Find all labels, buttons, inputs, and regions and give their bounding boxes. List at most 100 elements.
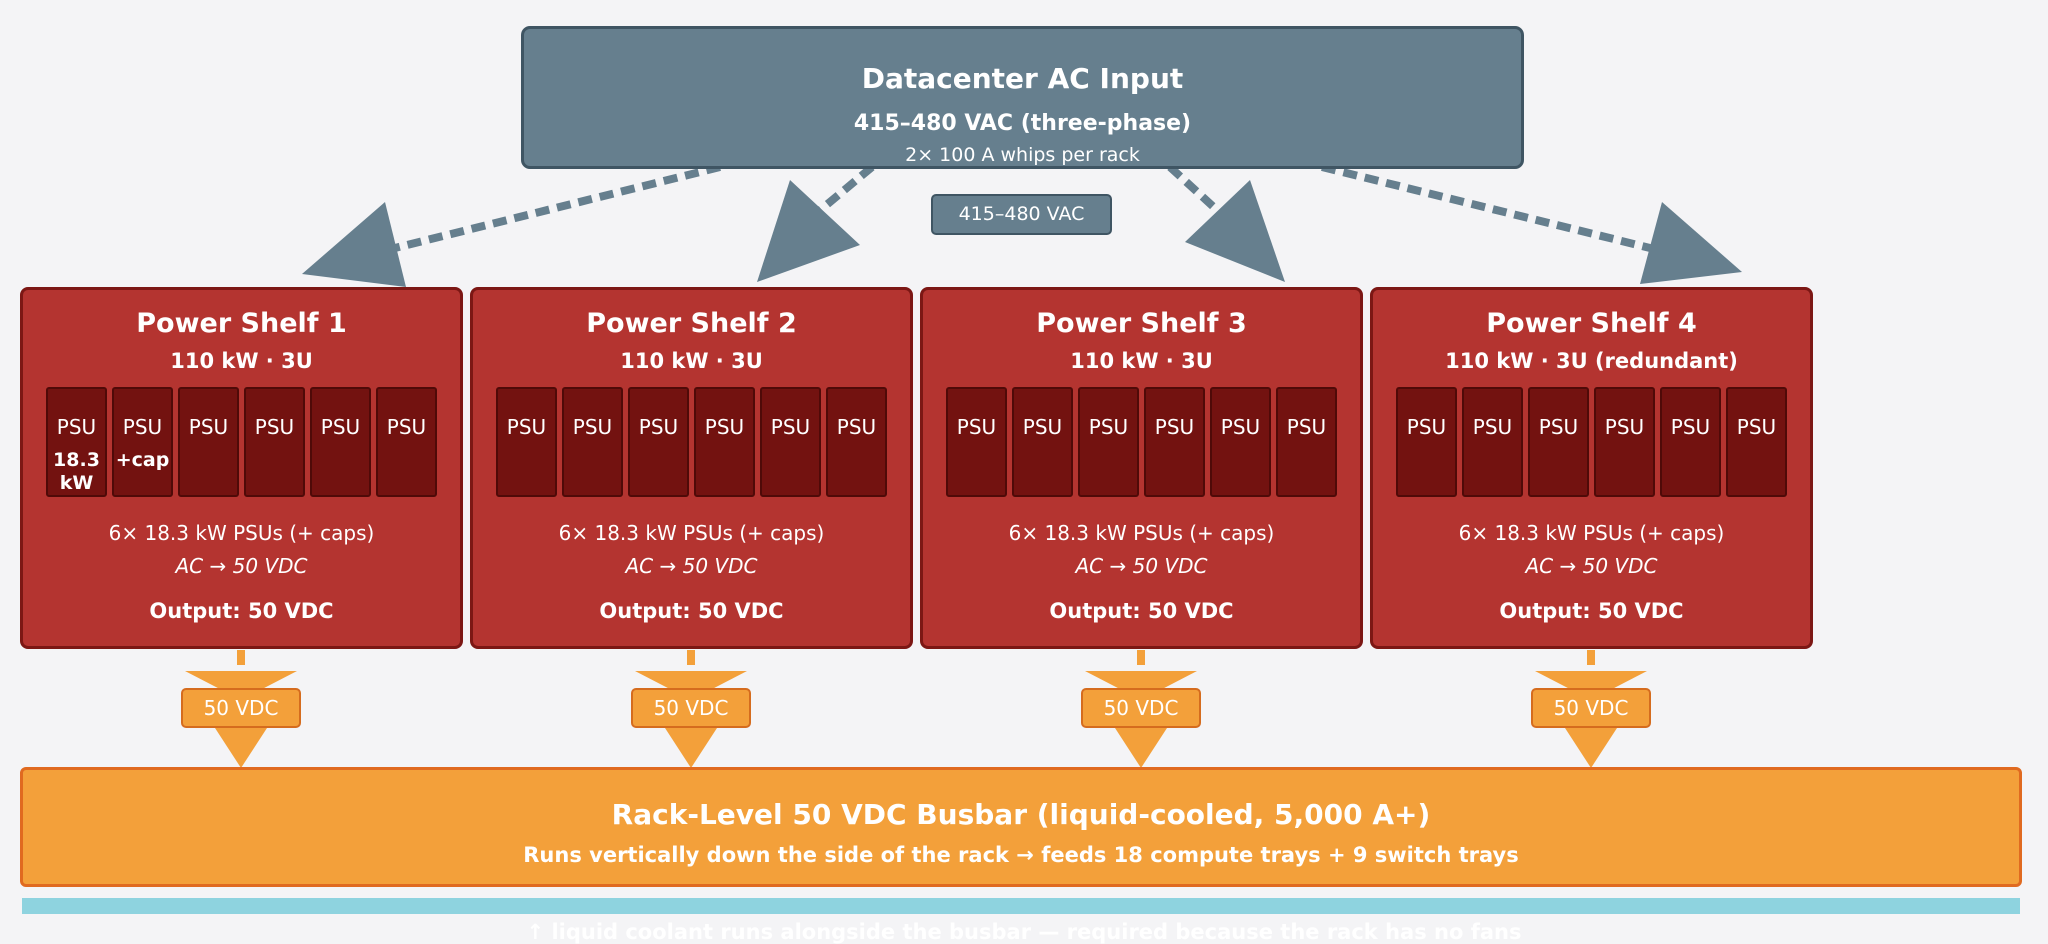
- psu-label: PSU: [56, 415, 97, 439]
- dc-feed-top-head-3: [1085, 671, 1197, 700]
- psu-label: PSU: [1286, 415, 1327, 439]
- psu-module: PSU: [1396, 387, 1457, 497]
- psu-module: PSU: [628, 387, 689, 497]
- dc-feed-top-head-2: [635, 671, 747, 700]
- shelf-description: 6× 18.3 kW PSUs (+ caps): [558, 521, 825, 545]
- psu-label: PSU: [770, 415, 811, 439]
- ac-input-voltage: 415–480 VAC (three-phase): [853, 111, 1192, 136]
- shelf-conversion: AC → 50 VDC: [625, 554, 758, 578]
- psu-module: PSU: [562, 387, 623, 497]
- psu-label: PSU: [1154, 415, 1195, 439]
- psu-label: PSU: [1604, 415, 1645, 439]
- dc-feed-arrowhead-4: [1565, 728, 1617, 768]
- shelf-description: 6× 18.3 kW PSUs (+ caps): [1458, 521, 1725, 545]
- ac-feed-arrows: [302, 163, 1742, 287]
- shelf-spec: 110 kW · 3U: [620, 349, 763, 373]
- busbar-title: Rack-Level 50 VDC Busbar (liquid-cooled,…: [611, 798, 1431, 831]
- ac-feed-arrowhead-4: [1640, 202, 1742, 284]
- psu-module: PSU: [1012, 387, 1073, 497]
- psu-label: PSU: [254, 415, 295, 439]
- shelf-conversion: AC → 50 VDC: [1525, 554, 1658, 578]
- ac-feed-line-4: [1321, 163, 1651, 252]
- dc-feed-top-head-1: [185, 671, 297, 700]
- psu-label: PSU: [1220, 415, 1261, 439]
- ac-feed-arrowhead-3: [1185, 180, 1285, 282]
- psu-module: PSU: [826, 387, 887, 497]
- psu-label: PSU: [572, 415, 613, 439]
- psu-module: PSU: [1660, 387, 1721, 497]
- shelf-conversion: AC → 50 VDC: [175, 554, 308, 578]
- psu-module: PSU: [310, 387, 371, 497]
- psu-module: PSU: [1078, 387, 1139, 497]
- psu-label: PSU: [1088, 415, 1129, 439]
- psu-module: PSU: [1144, 387, 1205, 497]
- shelf-output: Output: 50 VDC: [149, 599, 334, 623]
- psu-row: PSU PSU PSU PSU PSU PSU: [1373, 387, 1810, 497]
- shelf-description: 6× 18.3 kW PSUs (+ caps): [108, 521, 375, 545]
- psu-module: PSU: [1528, 387, 1589, 497]
- psu-row: PSU PSU PSU PSU PSU PSU: [923, 387, 1360, 497]
- psu-label: PSU: [1670, 415, 1711, 439]
- psu-module: PSU: [1594, 387, 1655, 497]
- ac-feed-arrowhead-1: [302, 202, 406, 287]
- shelf-name: Power Shelf 2: [586, 308, 797, 339]
- busbar-box: Rack-Level 50 VDC Busbar (liquid-cooled,…: [20, 767, 2022, 887]
- shelf-name: Power Shelf 4: [1486, 308, 1697, 339]
- psu-label: PSU: [956, 415, 997, 439]
- psu-module: PSU: [178, 387, 239, 497]
- psu-module: PSU: [1462, 387, 1523, 497]
- dc-feed-arrowhead-3: [1115, 728, 1167, 768]
- psu-label: PSU: [1406, 415, 1447, 439]
- psu-label: PSU: [836, 415, 877, 439]
- psu-label: PSU: [122, 415, 163, 439]
- shelf-spec: 110 kW · 3U (redundant): [1445, 349, 1738, 373]
- psu-module: PSU: [760, 387, 821, 497]
- psu-module: PSU +cap: [112, 387, 173, 497]
- dc-feed-arrowhead-1: [215, 728, 267, 768]
- psu-label: PSU: [1472, 415, 1513, 439]
- psu-label: PSU: [320, 415, 361, 439]
- psu-module: PSU: [1726, 387, 1787, 497]
- ac-input-title: Datacenter AC Input: [861, 62, 1184, 95]
- ac-feed-arrowhead-2: [757, 180, 860, 282]
- psu-module: PSU: [1276, 387, 1337, 497]
- psu-module: PSU: [376, 387, 437, 497]
- dc-feed-top-head-4: [1535, 671, 1647, 700]
- psu-label: PSU: [386, 415, 427, 439]
- dc-feed-label-4: 50 VDC: [1531, 688, 1651, 728]
- ac-feed-line-1: [394, 163, 721, 252]
- shelf-spec: 110 kW · 3U: [1070, 349, 1213, 373]
- psu-label: PSU: [704, 415, 745, 439]
- ac-link-label: 415–480 VAC: [931, 194, 1112, 235]
- shelf-output: Output: 50 VDC: [1499, 599, 1684, 623]
- dc-feed-label-3: 50 VDC: [1081, 688, 1201, 728]
- psu-module: PSU: [694, 387, 755, 497]
- ac-input-box: Datacenter AC Input 415–480 VAC (three-p…: [521, 26, 1524, 169]
- psu-label: PSU: [1538, 415, 1579, 439]
- shelf-output: Output: 50 VDC: [1049, 599, 1234, 623]
- psu-module: PSU: [1210, 387, 1271, 497]
- dc-feed-label-2: 50 VDC: [631, 688, 751, 728]
- psu-row: PSU PSU PSU PSU PSU PSU: [473, 387, 910, 497]
- coolant-note: ↑ liquid coolant runs alongside the busb…: [526, 920, 1522, 944]
- busbar-subtitle: Runs vertically down the side of the rac…: [523, 843, 1519, 867]
- psu-label: PSU: [188, 415, 229, 439]
- psu-label: PSU: [1736, 415, 1777, 439]
- psu-module: PSU: [244, 387, 305, 497]
- ac-feed-line-2: [815, 163, 875, 216]
- psu-sublabel: 18.3 kW: [53, 449, 100, 494]
- psu-row: PSU 18.3 kW PSU +cap PSU PSU PSU PSU: [23, 387, 460, 497]
- coolant-line: [22, 898, 2020, 914]
- psu-module: PSU: [496, 387, 557, 497]
- shelf-output: Output: 50 VDC: [599, 599, 784, 623]
- shelf-name: Power Shelf 3: [1036, 308, 1247, 339]
- psu-label: PSU: [1022, 415, 1063, 439]
- shelf-name: Power Shelf 1: [136, 308, 347, 339]
- dc-feed-arrowhead-2: [665, 728, 717, 768]
- psu-sublabel: +cap: [115, 449, 170, 471]
